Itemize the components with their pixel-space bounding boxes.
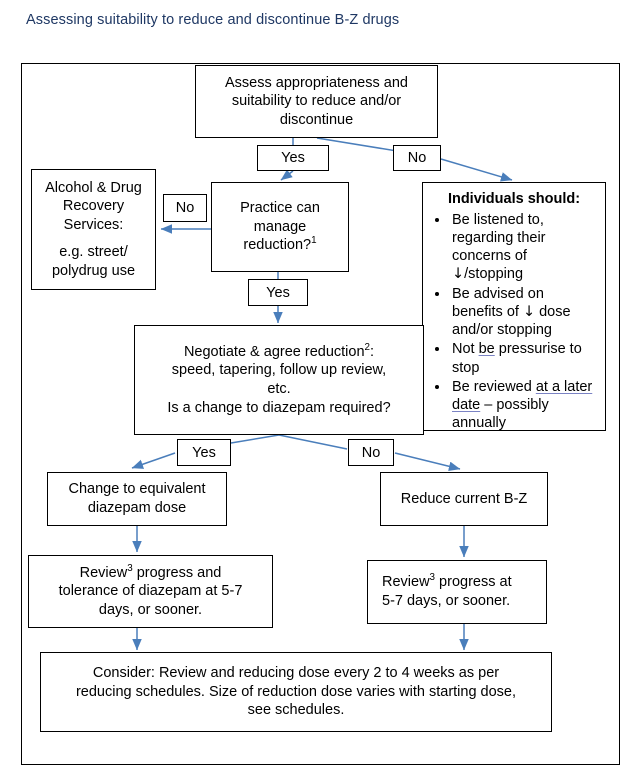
review-diaz-prefix: Review (79, 564, 128, 581)
down-arrow-icon: ↓ (452, 266, 465, 283)
node-reduce-current-bz: Reduce current B-Z (380, 472, 548, 526)
spellcheck-underline: be (478, 341, 495, 358)
practice-line-2: manage (253, 218, 307, 235)
review-diaz-footnote-marker: 3 (127, 562, 133, 574)
change-line-1: Change to equivalent (68, 481, 206, 498)
node-assess-appropriateness: Assess appropriateness and suitability t… (195, 65, 438, 138)
node-individuals-should: Individuals should: Be listened to, rega… (422, 182, 606, 431)
assess-line-2: suitability to reduce and/or (231, 93, 402, 110)
list-item: Not be pressurise to stop (450, 340, 597, 377)
node-change-to-equivalent-diazepam-dose: Change to equivalent diazepam dose (47, 472, 227, 526)
review-prog-line-1-text: progress at (435, 574, 512, 591)
review-prog-footnote-marker: 3 (429, 572, 436, 584)
edge-label-yes-practice: Yes (248, 279, 308, 306)
services-line-1: Alcohol & Drug (45, 179, 142, 196)
services-line-3: Services: (63, 216, 124, 233)
node-consider-review-reducing-dose: Consider: Review and reducing dose every… (40, 652, 552, 732)
assess-line-3: discontinue (279, 111, 354, 128)
list-item: Be listened to, regarding their concerns… (450, 211, 597, 284)
consider-line-2: reducing schedules. Size of reduction do… (75, 683, 517, 700)
services-line-2: Recovery (62, 198, 125, 215)
practice-line-1: Practice can (240, 200, 320, 217)
negotiate-footnote-marker: 2 (364, 342, 371, 354)
review-diaz-line-1: Review3 progress and (79, 562, 222, 583)
negotiate-line-3: etc. (267, 381, 291, 397)
list-item: Be reviewed at a later date – possibly a… (450, 378, 597, 433)
practice-footnote-marker: 1 (311, 235, 317, 247)
edge-label-no-practice: No (163, 194, 207, 222)
review-prog-line-2: 5-7 days, or sooner. (382, 593, 511, 609)
negotiate-colon: : (370, 343, 375, 360)
node-review-progress-tolerance-diazepam: Review3 progress and tolerance of diazep… (28, 555, 273, 628)
change-line-2: diazepam dose (87, 500, 187, 516)
assess-line-1: Assess appropriateness and (225, 74, 408, 91)
individuals-heading: Individuals should: (447, 191, 581, 207)
node-negotiate-agree-reduction: Negotiate & agree reduction2: speed, tap… (134, 325, 424, 435)
edge-label-yes-assess: Yes (257, 145, 329, 171)
review-diaz-line-2: tolerance of diazepam at 5-7 (58, 583, 243, 600)
node-practice-can-manage-reduction: Practice can manage reduction?1 (211, 182, 349, 272)
services-line-5: polydrug use (51, 262, 136, 279)
node-alcohol-drug-recovery-services: Alcohol & Drug Recovery Services: e.g. s… (31, 169, 156, 290)
review-diaz-line-1-text: progress and (132, 564, 222, 581)
reduce-line-1: Reduce current B-Z (400, 490, 528, 507)
services-line-4: e.g. street/ (59, 244, 128, 261)
node-review-progress: Review3 progress at 5-7 days, or sooner. (367, 560, 547, 624)
consider-line-3: see schedules. (247, 702, 345, 719)
negotiate-line-2: speed, tapering, follow up review, (171, 362, 387, 379)
edge-label-no-assess: No (393, 145, 441, 171)
negotiate-line-1-text: Negotiate & agree reduction (183, 343, 365, 360)
flowchart-frame (21, 63, 620, 765)
list-item: Be advised on benefits of ↓ dose and/or … (450, 285, 597, 340)
page-title: Assessing suitability to reduce and disc… (26, 12, 400, 28)
practice-line-3-text: reduction? (243, 237, 312, 254)
edge-label-no-negotiate: No (348, 439, 394, 466)
negotiate-line-1: Negotiate & agree reduction2: (184, 343, 374, 362)
down-arrow-icon: ↓ (522, 303, 536, 320)
consider-line-1: Consider: Review and reducing dose every… (92, 665, 500, 682)
edge-label-yes-negotiate: Yes (177, 439, 231, 466)
individuals-bullet-list: Be listened to, regarding their concerns… (431, 211, 597, 434)
review-prog-line-1: Review3 progress at (382, 573, 512, 592)
negotiate-line-4: Is a change to diazepam required? (167, 399, 391, 416)
practice-line-3: reduction?1 (243, 236, 316, 255)
review-diaz-line-3: days, or sooner. (98, 601, 203, 618)
spellcheck-underline: at a later date (452, 378, 593, 414)
review-prog-prefix: Review (382, 574, 430, 591)
